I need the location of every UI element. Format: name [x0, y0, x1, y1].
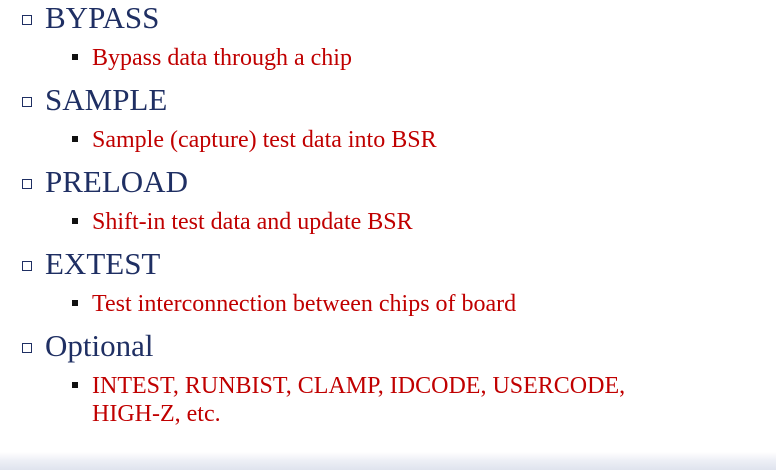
list-item-extest: EXTEST Test interconnection between chip…	[22, 244, 762, 318]
item-heading: Optional	[45, 328, 154, 363]
detail-row: Shift-in test data and update BSR	[72, 208, 762, 236]
item-heading: EXTEST	[45, 246, 161, 281]
filled-square-bullet-icon	[72, 300, 78, 306]
square-bullet-icon	[22, 15, 32, 25]
list-item-sample: SAMPLE Sample (capture) test data into B…	[22, 80, 762, 154]
detail-row: Test interconnection between chips of bo…	[72, 290, 762, 318]
item-heading: SAMPLE	[45, 82, 168, 117]
square-bullet-icon	[22, 97, 32, 107]
square-bullet-icon	[22, 261, 32, 271]
filled-square-bullet-icon	[72, 54, 78, 60]
filled-square-bullet-icon	[72, 382, 78, 388]
square-bullet-icon	[22, 343, 32, 353]
list-item-preload: PRELOAD Shift-in test data and update BS…	[22, 162, 762, 236]
detail-row: Sample (capture) test data into BSR	[72, 126, 762, 154]
detail-row: INTEST, RUNBIST, CLAMP, IDCODE, USERCODE…	[72, 372, 652, 428]
bottom-gradient-band	[0, 452, 776, 470]
heading-row: BYPASS	[22, 0, 762, 38]
item-detail: Bypass data through a chip	[92, 45, 352, 71]
item-heading: PRELOAD	[45, 164, 188, 199]
list-item-bypass: BYPASS Bypass data through a chip	[22, 0, 762, 72]
list-item-optional: Optional INTEST, RUNBIST, CLAMP, IDCODE,…	[22, 326, 762, 428]
item-detail: Test interconnection between chips of bo…	[92, 291, 517, 317]
heading-row: EXTEST	[22, 244, 762, 284]
square-bullet-icon	[22, 179, 32, 189]
item-detail: INTEST, RUNBIST, CLAMP, IDCODE, USERCODE…	[92, 373, 626, 427]
filled-square-bullet-icon	[72, 218, 78, 224]
item-heading: BYPASS	[45, 0, 160, 35]
filled-square-bullet-icon	[72, 136, 78, 142]
heading-row: PRELOAD	[22, 162, 762, 202]
item-detail: Shift-in test data and update BSR	[92, 209, 413, 235]
heading-row: Optional	[22, 326, 762, 366]
item-detail: Sample (capture) test data into BSR	[92, 127, 437, 153]
heading-row: SAMPLE	[22, 80, 762, 120]
detail-row: Bypass data through a chip	[72, 44, 762, 72]
